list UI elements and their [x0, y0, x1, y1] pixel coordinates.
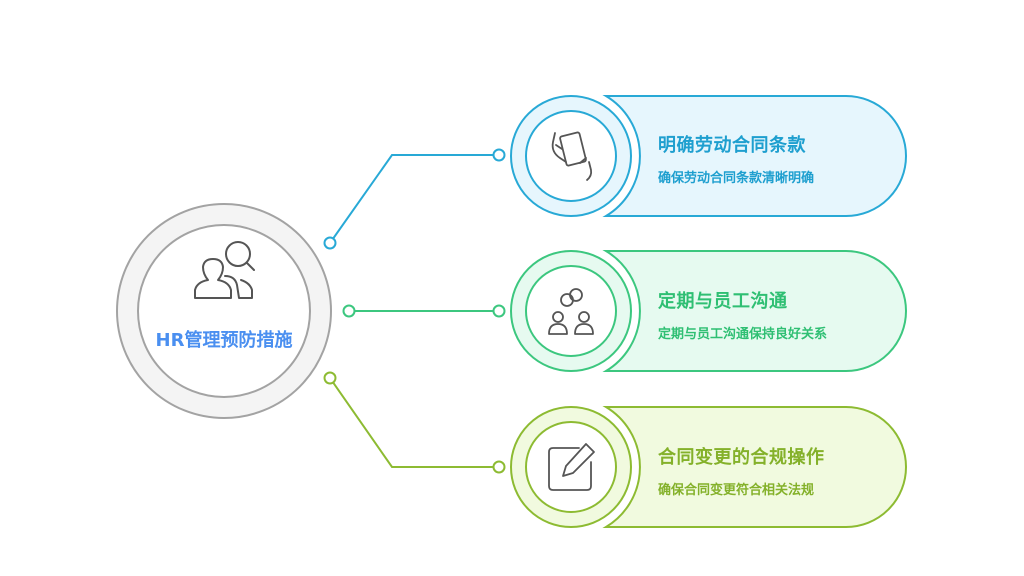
connector-dot-1-start — [323, 236, 337, 250]
connector-line-1 — [329, 154, 499, 244]
card-1-title: 明确劳动合同条款 — [658, 135, 806, 156]
card-3 — [510, 406, 907, 528]
connector-dot-2-start — [342, 304, 356, 318]
connector-dot-1-end — [492, 148, 506, 162]
edit-document-icon — [548, 443, 595, 491]
card-1 — [510, 95, 907, 217]
card-3-subtitle: 确保合同变更符合相关法规 — [658, 483, 815, 498]
card-2-title: 定期与员工沟通 — [658, 291, 788, 312]
connector-dot-2-end — [492, 304, 506, 318]
connector-dot-3-start — [323, 371, 337, 385]
card-1-subtitle: 确保劳动合同条款清晰明确 — [658, 171, 815, 186]
card-2-subtitle: 定期与员工沟通保持良好关系 — [658, 327, 828, 342]
team-communication-icon — [548, 288, 594, 335]
people-search-icon — [194, 241, 255, 299]
center-node — [116, 203, 332, 419]
document-hands-icon — [551, 131, 593, 181]
card-3-title: 合同变更的合规操作 — [658, 447, 825, 468]
connector-line-3 — [329, 377, 499, 468]
connector-dot-3-end — [492, 460, 506, 474]
center-title: HR管理预防措施 — [155, 330, 293, 351]
